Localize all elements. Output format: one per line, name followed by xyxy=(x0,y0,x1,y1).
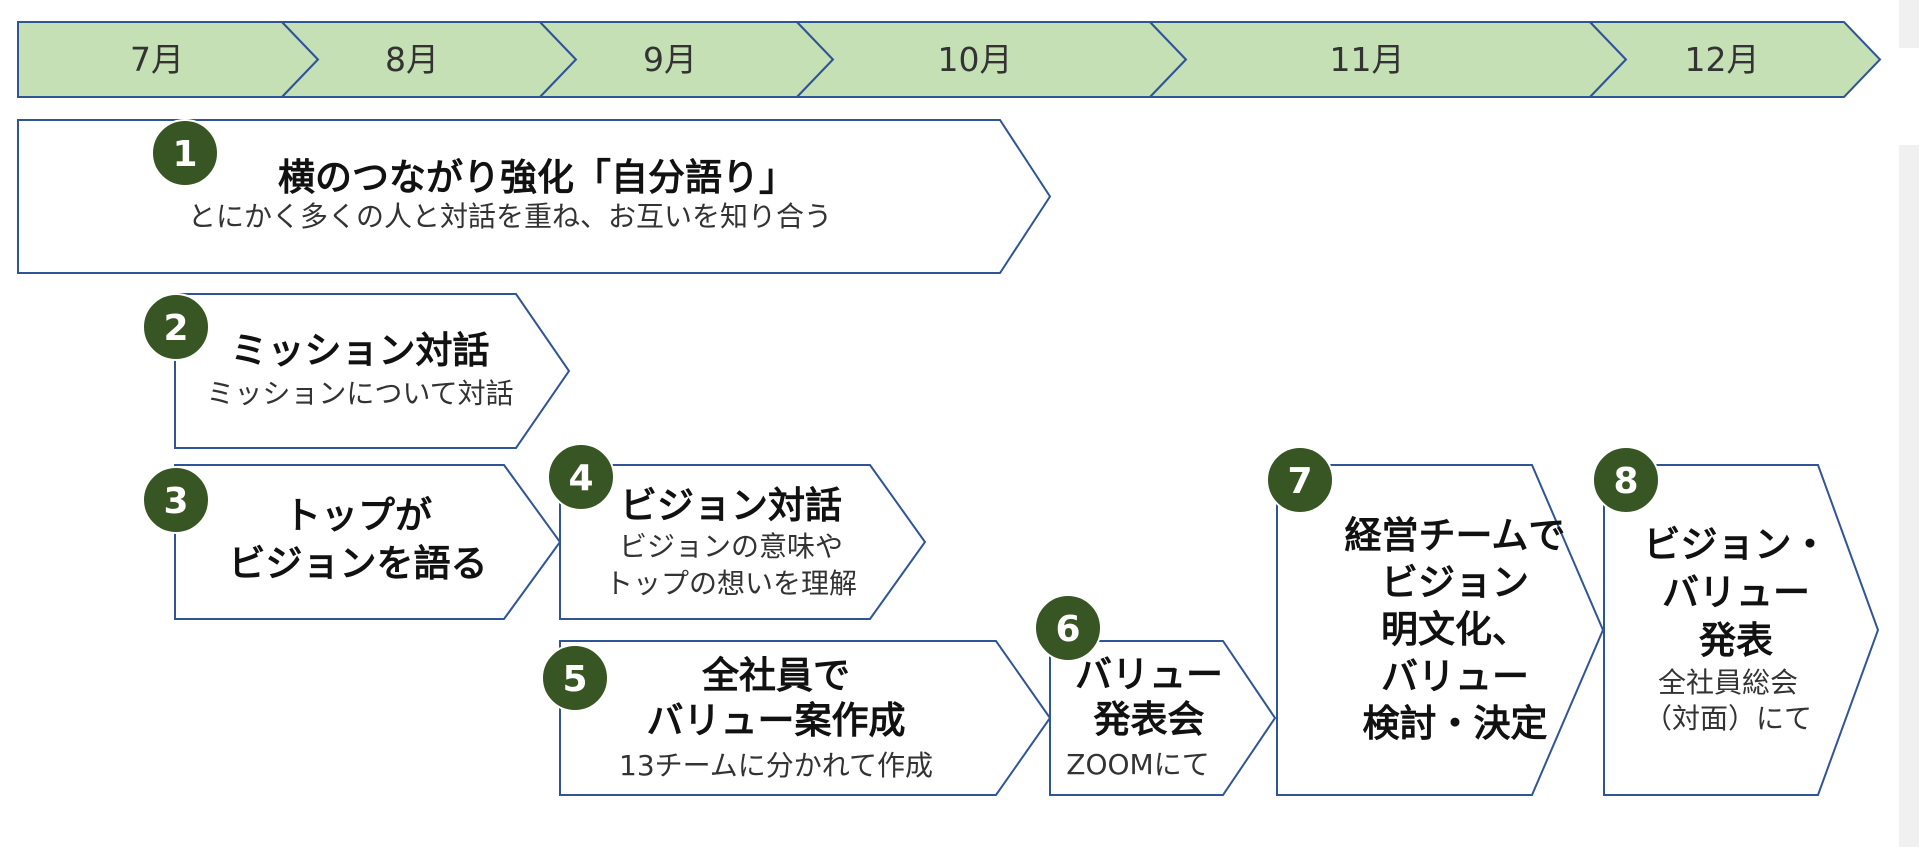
step-box xyxy=(174,293,571,449)
month-label: 9月 xyxy=(643,40,697,79)
step-subtitle-line: とにかく多くの人と対話を重ね、お互いを知り合う xyxy=(188,200,832,233)
step-box xyxy=(1276,464,1605,796)
step-box xyxy=(174,464,562,620)
scrollbar-track xyxy=(1899,145,1919,847)
step-number-badge xyxy=(1266,446,1334,514)
month-label: 11月 xyxy=(1330,40,1405,79)
step-number: 1 xyxy=(172,134,197,175)
step-box xyxy=(559,464,927,620)
month-chevron xyxy=(1587,21,1882,98)
month-label: 7月 xyxy=(130,40,184,79)
step-title-line: ビジョン・ xyxy=(1644,523,1829,566)
step-title-line: ビジョンを語る xyxy=(229,542,488,585)
step-number-badge xyxy=(1034,594,1102,662)
step-subtitle-line: トップの想いを理解 xyxy=(605,567,857,600)
step-subtitle-line: ZOOMにて xyxy=(1066,748,1209,781)
step-title-line: バリュー xyxy=(1381,655,1529,698)
step-number: 6 xyxy=(1055,609,1080,650)
step-title-line: ビジョン対話 xyxy=(620,484,842,527)
scrollbar-track-top xyxy=(1899,0,1919,48)
step-subtitle-line: 13チームに分かれて作成 xyxy=(619,749,933,782)
step-boxes: 横のつながり強化「自分語り」とにかく多くの人と対話を重ね、お互いを知り合う 1 ミッ… xyxy=(17,119,1880,796)
step-title-line: 発表会 xyxy=(1093,698,1205,741)
step-number: 8 xyxy=(1613,461,1638,502)
step-title-line: トップが xyxy=(284,494,432,537)
step-title-line: 発表 xyxy=(1698,619,1773,662)
step-title-line: 全社員で xyxy=(701,654,850,697)
step-subtitle-line: （対面）にて xyxy=(1644,702,1812,735)
step-box xyxy=(559,640,1052,796)
step-box xyxy=(1603,464,1880,796)
step-number: 7 xyxy=(1287,461,1312,502)
step-title-line: バリュー xyxy=(1075,653,1223,696)
step-number: 4 xyxy=(568,458,593,499)
step-title-line: 明文化、 xyxy=(1381,608,1529,651)
step-number: 5 xyxy=(562,659,587,700)
step-title-line: ビジョン xyxy=(1381,561,1529,604)
step-title-line: 検討・決定 xyxy=(1363,702,1548,745)
month-label: 10月 xyxy=(938,40,1013,79)
step-box xyxy=(1049,640,1277,796)
step-1: 横のつながり強化「自分語り」とにかく多くの人と対話を重ね、お互いを知り合う 1 xyxy=(17,119,1052,274)
step-number-badge xyxy=(1592,446,1660,514)
step-number-badge xyxy=(142,466,210,534)
step-title-line: 横のつながり強化「自分語り」 xyxy=(278,156,796,199)
step-subtitle-line: 全社員総会 xyxy=(1658,666,1798,699)
step-title-line: 経営チームで xyxy=(1345,514,1566,557)
step-number-badge xyxy=(142,293,210,361)
step-subtitle-line: ビジョンの意味や xyxy=(619,530,843,563)
month-label: 12月 xyxy=(1685,40,1760,79)
step-number: 3 xyxy=(163,481,188,522)
step-title-line: ミッション対話 xyxy=(231,329,490,372)
step-title-line: バリュー案作成 xyxy=(647,699,906,742)
step-box xyxy=(17,119,1052,274)
step-number: 2 xyxy=(163,308,188,349)
step-number-badge xyxy=(547,443,615,511)
step-number-badge xyxy=(541,644,609,712)
step-title-line: バリュー xyxy=(1662,571,1810,614)
step-number-badge xyxy=(151,119,219,187)
step-subtitle-line: ミッションについて対話 xyxy=(206,377,513,410)
month-bar: 7月 8月 9月 10月 11月 12月 xyxy=(17,21,1882,98)
month-label: 8月 xyxy=(385,40,439,79)
